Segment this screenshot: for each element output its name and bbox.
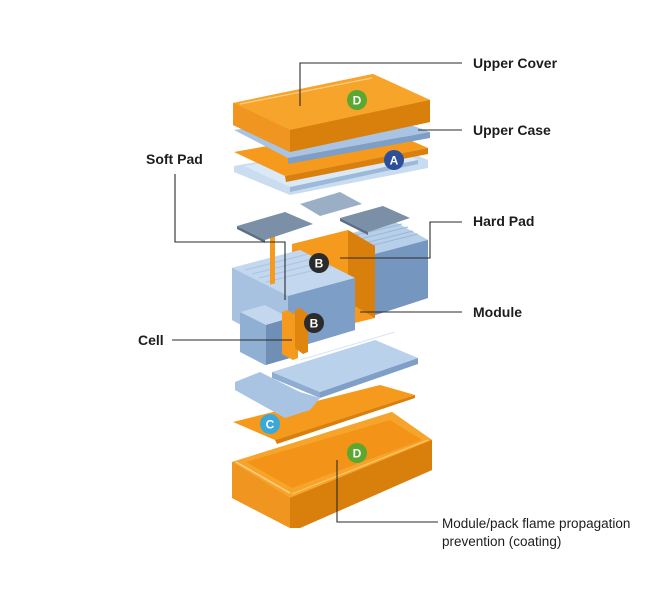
lower-tray xyxy=(232,412,432,528)
module-assembly xyxy=(232,222,428,365)
svg-text:D: D xyxy=(353,94,362,108)
label-coating-line2: prevention (coating) xyxy=(442,534,561,549)
upper-cover xyxy=(233,74,430,152)
label-upper-case: Upper Case xyxy=(473,122,551,138)
svg-text:C: C xyxy=(266,418,275,432)
label-upper-cover: Upper Cover xyxy=(473,55,558,71)
label-hard-pad: Hard Pad xyxy=(473,213,534,229)
soft-pads xyxy=(237,192,410,243)
badge-b-lower: B xyxy=(304,313,324,333)
badge-d-bottom: D xyxy=(347,443,367,463)
label-module: Module xyxy=(473,304,522,320)
label-coating-line1: Module/pack flame propagation xyxy=(442,516,630,531)
leader-lines xyxy=(172,62,462,523)
svg-text:D: D xyxy=(353,447,362,461)
cooling-plate xyxy=(235,331,418,418)
badge-b-upper: B xyxy=(309,253,329,273)
label-cell: Cell xyxy=(138,332,164,348)
label-soft-pad: Soft Pad xyxy=(146,151,203,167)
svg-text:A: A xyxy=(390,154,399,168)
badge-a: A xyxy=(384,150,404,170)
svg-text:B: B xyxy=(310,317,319,331)
badge-d-top: D xyxy=(347,90,367,110)
svg-text:B: B xyxy=(315,257,324,271)
badge-c: C xyxy=(260,414,280,434)
